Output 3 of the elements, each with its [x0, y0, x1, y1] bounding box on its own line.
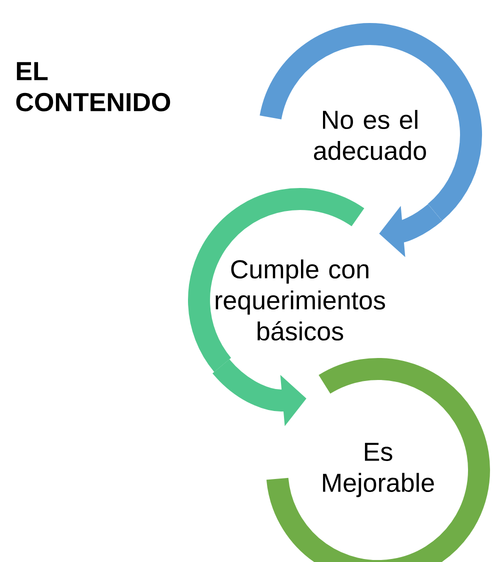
- title: EL CONTENIDO: [16, 62, 170, 112]
- circular-arrow-ring: No es el adecuado: [260, 23, 482, 221]
- circular-arrow-ring: Es Mejorable: [266, 358, 490, 562]
